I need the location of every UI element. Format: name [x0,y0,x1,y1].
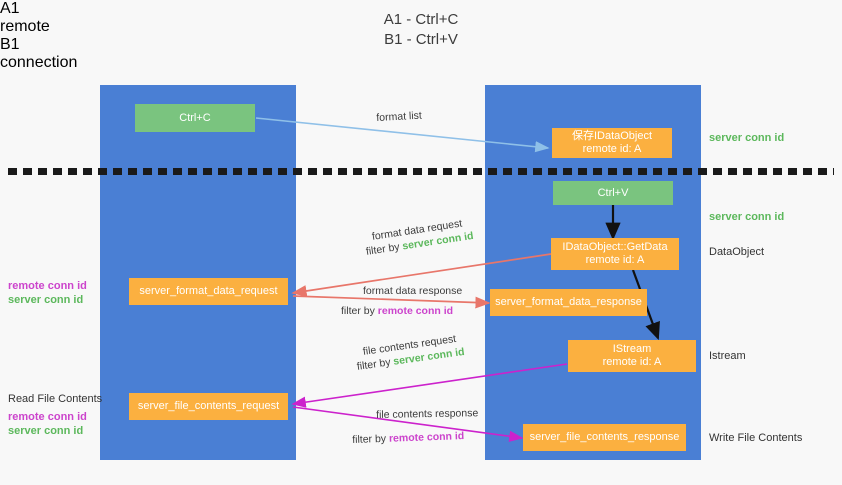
node-file-resp-line1: server_file_contents_response [529,431,680,443]
node-ctrl-c[interactable]: Ctrl+C [135,104,255,132]
node-fmt-resp-line1: server_format_data_response [495,296,642,308]
node-getdata-line2: remote id: A [585,254,645,266]
left-label-read-file-contents: Read File Contents [8,393,103,405]
right-label-istream: Istream [709,350,746,362]
right-label-server-conn-id-1: server conn id [709,132,785,144]
node-getdata-line1: IDataObject::GetData [562,241,668,253]
fmt-req-filter-prefix: filter by [365,240,404,258]
left-label-server-conn-id-1: server conn id [8,294,84,306]
node-server-file-contents-response[interactable]: server_file_contents_response [523,424,686,451]
lane-a1-name: A1 [0,0,20,17]
left-label-remote-conn-id-1: remote conn id [8,280,87,292]
node-istream[interactable]: IStream remote id: A [568,340,696,372]
file-resp-filter-prefix: filter by [352,432,390,446]
node-ctrl-c-line1: Ctrl+C [179,111,211,124]
divider-dashed-line [8,168,834,175]
node-file-req-line1: server_file_contents_request [137,400,280,412]
lane-b1-role: connection [0,54,78,71]
file-resp-filter-value: remote conn id [388,430,465,445]
node-istream-line2: remote id: A [602,356,662,368]
node-save-idataobject[interactable]: 保存IDataObject remote id: A [552,128,672,158]
title-line-1: A1 - Ctrl+C [383,11,459,28]
right-label-write-file-contents: Write File Contents [709,432,803,444]
node-ctrl-v-line1: Ctrl+V [597,186,629,199]
node-istream-line1: IStream [612,343,652,355]
left-label-remote-conn-id-2: remote conn id [8,411,87,423]
node-idataobject-getdata[interactable]: IDataObject::GetData remote id: A [551,238,679,270]
page-title: A1 - Ctrl+C B1 - Ctrl+V [0,10,842,50]
lane-b1-name: B1 [0,36,20,53]
node-fmt-req-line1: server_format_data_request [139,285,278,297]
left-label-server-conn-id-2: server conn id [8,425,84,437]
edge-label-format-list: format list [376,109,423,124]
edge-label-file-contents-response: file contents response [376,407,479,421]
node-server-file-contents-request[interactable]: server_file_contents_request [129,393,288,420]
node-server-format-data-response[interactable]: server_format_data_response [490,289,647,316]
edge-label-file-contents-response-filter: filter by remote conn id [352,429,464,447]
edge-label-format-data-response: format data response [363,285,463,297]
fmt-resp-filter-value: remote conn id [377,305,454,317]
node-save-idataobject-line1: 保存IDataObject [571,130,653,142]
node-server-format-data-request[interactable]: server_format_data_request [129,278,288,305]
right-label-dataobject: DataObject [709,246,765,258]
edge-label-format-data-response-filter: filter by remote conn id [341,304,453,318]
lane-header-a1: A1 remote [0,0,196,36]
title-line-2: B1 - Ctrl+V [384,31,458,48]
lane-header-b1: B1 connection [0,36,216,72]
node-save-idataobject-line2: remote id: A [582,143,642,155]
lane-a1-role: remote [0,18,50,35]
right-label-server-conn-id-2: server conn id [709,211,785,223]
node-ctrl-v[interactable]: Ctrl+V [553,181,673,205]
fmt-resp-filter-prefix: filter by [341,305,378,317]
file-req-filter-prefix: filter by [356,355,395,373]
